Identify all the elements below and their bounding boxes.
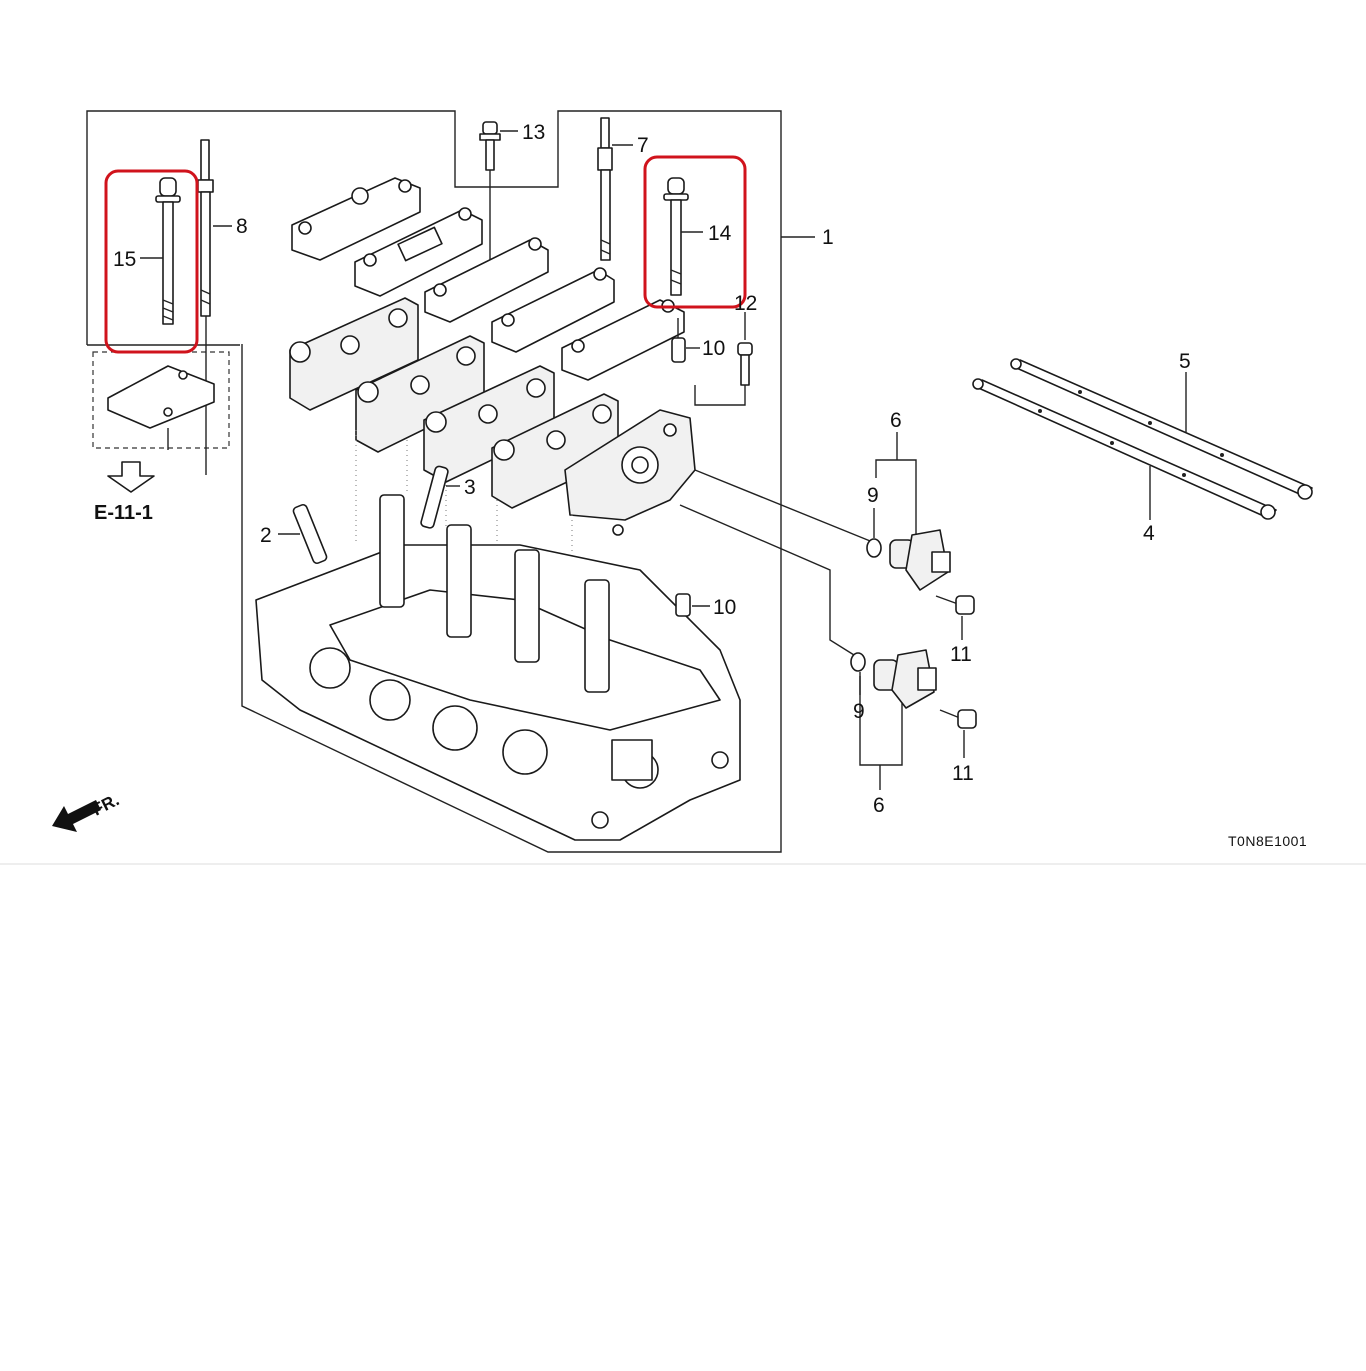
callout-11-upper: 11 [950, 643, 972, 666]
callout-11-lower: 11 [952, 762, 974, 785]
callout-5: 5 [1179, 350, 1191, 373]
sensor-assembly-upper [866, 459, 951, 591]
rocker-shaft-5 [1010, 358, 1313, 500]
callout-9-lower: 9 [853, 700, 865, 723]
callout-7: 7 [637, 134, 649, 157]
leader-12-link [694, 385, 746, 406]
callout-4: 4 [1143, 522, 1155, 545]
callout-13: 13 [522, 121, 545, 144]
bolt-11-upper [935, 595, 975, 615]
cylinder-head [255, 494, 741, 841]
callout-15: 15 [113, 248, 136, 271]
highlight-box-14 [643, 155, 747, 309]
stud-8 [197, 139, 214, 475]
front-label: FR. [89, 790, 122, 819]
bolt-14 [663, 177, 689, 296]
camshaft-holders [289, 177, 696, 536]
callout-9-upper: 9 [867, 484, 879, 507]
plate-part [107, 365, 215, 450]
reference-arrow-icon [107, 461, 155, 493]
front-arrow-icon [52, 800, 101, 832]
callout-10-lower: 10 [713, 596, 736, 619]
callout-3: 3 [464, 476, 476, 499]
callout-12: 12 [734, 292, 757, 315]
callout-1: 1 [822, 226, 834, 249]
callout-10-upper: 10 [702, 337, 725, 360]
sensor-leader-lower [679, 504, 863, 661]
bolt-11-lower [939, 709, 977, 729]
sensor-assembly-lower [850, 649, 937, 766]
bolt-12 [737, 342, 753, 386]
bolt-15 [155, 177, 181, 325]
callout-6-upper: 6 [890, 409, 902, 432]
sensor-leader-upper [694, 469, 881, 546]
assembly-frame [86, 110, 782, 853]
rocker-shaft-4 [972, 378, 1277, 520]
pin-2 [292, 503, 328, 565]
callout-6-lower: 6 [873, 794, 885, 817]
reference-label: E-11-1 [94, 502, 153, 524]
dowel-10-lower [675, 593, 691, 617]
highlight-box-15 [104, 169, 199, 354]
callout-14: 14 [708, 222, 732, 245]
pin-3 [420, 465, 449, 529]
stud-7 [597, 117, 613, 261]
dowel-10-upper [671, 318, 686, 363]
callout-2: 2 [260, 524, 272, 547]
bolt-13 [479, 121, 501, 265]
figure-code: T0N8E1001 [1228, 833, 1307, 849]
callout-8: 8 [236, 215, 248, 238]
